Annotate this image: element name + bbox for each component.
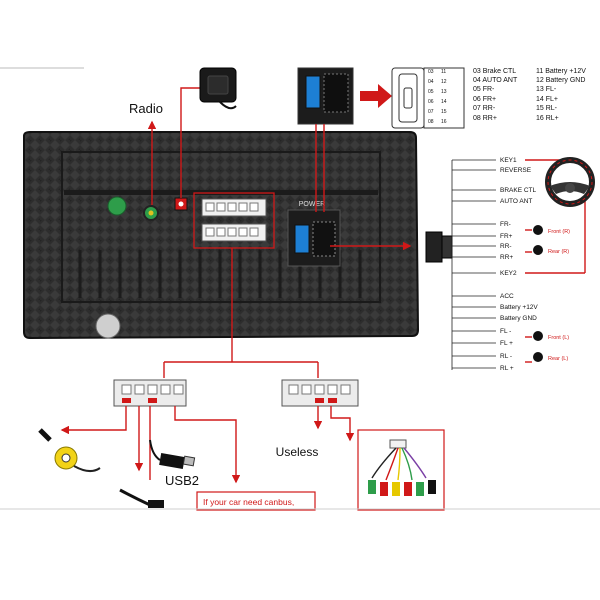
wire-rr-plus: RR+ — [500, 254, 513, 261]
wire-fl-minus: FL - — [500, 328, 511, 335]
main-harness: KEY1 REVERSE BRAKE CTL AUTO ANT FR- FR+ … — [330, 157, 586, 372]
canbus-note: If your car need canbus, — [203, 497, 294, 507]
rear-l-label: Rear (L) — [548, 356, 568, 362]
gps-line — [180, 87, 200, 198]
right-plug-detail — [281, 379, 359, 407]
canbus-harness — [357, 429, 445, 511]
wire-rr-minus: RR- — [500, 243, 512, 250]
svg-text:15: 15 — [441, 109, 447, 115]
left-plug-detail — [113, 379, 187, 407]
svg-text:04: 04 — [428, 79, 434, 85]
svg-text:06: 06 — [428, 99, 434, 105]
power-label: POWER — [299, 201, 325, 208]
pin-06: 06 FR+ — [473, 96, 496, 103]
svg-text:16: 16 — [441, 119, 447, 125]
radio-label: Radio — [129, 101, 163, 116]
cable-icon — [119, 488, 151, 507]
head-unit: POWER — [23, 131, 420, 340]
wire-reverse: REVERSE — [500, 167, 532, 174]
useless-label: Useless — [276, 445, 319, 459]
pin-07: 07 RR- — [473, 105, 496, 112]
bottom-lines — [163, 248, 319, 378]
bottom-plug — [201, 223, 267, 242]
svg-text:13: 13 — [441, 89, 447, 95]
wire-key1: KEY1 — [500, 157, 517, 164]
svg-text:05: 05 — [428, 89, 434, 95]
svg-text:03: 03 — [428, 69, 434, 75]
wire-fr-minus: FR- — [500, 221, 511, 228]
qc-sticker — [95, 313, 121, 339]
pin-table: 03 Brake CTL 04 AUTO ANT 05 FR- 06 FR+ 0… — [473, 68, 586, 122]
pin-04: 04 AUTO ANT — [473, 77, 518, 84]
plug-highlight — [193, 192, 275, 249]
wire-key2: KEY2 — [500, 270, 517, 277]
pin-05: 05 FR- — [473, 86, 495, 93]
green-sticker — [107, 196, 127, 216]
rca-plug-icon — [38, 428, 101, 472]
wire-fr-plus: FR+ — [500, 233, 513, 240]
speaker-icons: Front (R) Rear (R) Front (L) Rear (L) — [525, 225, 570, 363]
pin-03: 03 Brake CTL — [473, 68, 516, 75]
rear-r-label: Rear (R) — [548, 249, 569, 255]
wire-battery-12v: Battery +12V — [500, 304, 538, 311]
pin-13: 13 FL- — [536, 86, 557, 93]
pin-12: 12 Battery GND — [536, 77, 585, 84]
pin-14: 14 FL+ — [536, 96, 558, 103]
usb-plug-icon — [149, 439, 196, 469]
pin-11: 11 Battery +12V — [536, 68, 586, 75]
top-plug — [201, 198, 267, 217]
front-r-label: Front (R) — [548, 229, 570, 235]
steering-wheel-icon — [545, 157, 595, 207]
wire-acc: ACC — [500, 293, 514, 300]
pin-15: 15 RL- — [536, 105, 558, 112]
connector-pin-labels: 03 04 05 06 07 08 11 12 13 14 15 16 — [428, 69, 447, 125]
front-l-label: Front (L) — [548, 335, 569, 341]
pin-16: 16 RL+ — [536, 115, 559, 122]
svg-text:08: 08 — [428, 119, 434, 125]
svg-text:07: 07 — [428, 109, 434, 115]
svg-text:14: 14 — [441, 99, 447, 105]
wire-rl-minus: RL - — [500, 353, 512, 360]
cable-plug-icon — [148, 500, 164, 508]
svg-text:11: 11 — [441, 69, 446, 75]
pin-detail: 03 04 05 06 07 08 11 12 13 14 15 16 03 B… — [297, 67, 586, 212]
canbus-note-box — [196, 491, 316, 511]
wire-auto-ant: AUTO ANT — [500, 198, 532, 205]
wire-rl-plus: RL + — [500, 365, 514, 372]
wire-battery-gnd: Battery GND — [500, 315, 537, 322]
wire-fl-plus: FL + — [500, 340, 513, 347]
gps-antenna-icon — [199, 67, 237, 110]
detail-arrow — [360, 84, 392, 108]
pin-08: 08 RR+ — [473, 115, 497, 122]
svg-text:12: 12 — [441, 79, 447, 85]
wire-brake-ctl: BRAKE CTL — [500, 187, 537, 194]
usb2-label: USB2 — [165, 473, 199, 488]
